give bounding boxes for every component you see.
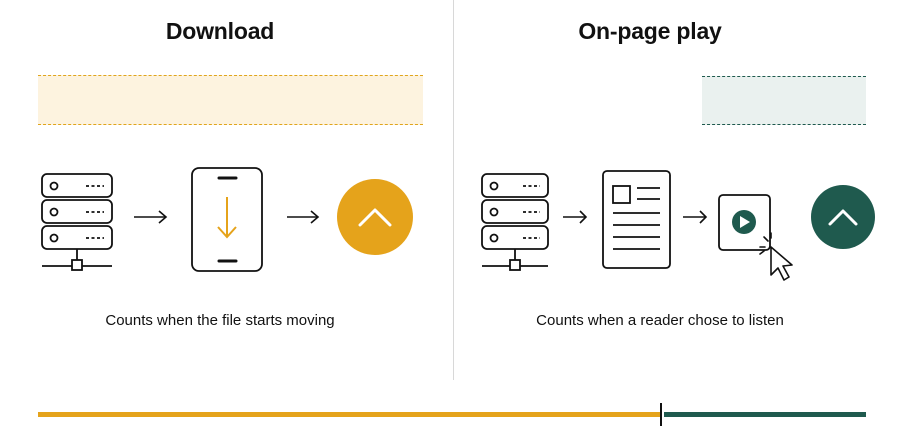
arrow-right-icon bbox=[134, 210, 168, 224]
arrow-right-icon bbox=[287, 210, 320, 224]
panel-divider bbox=[453, 0, 454, 380]
phone-download-icon bbox=[191, 167, 263, 272]
on-page-play-title: On-page play bbox=[578, 18, 722, 44]
chevron-up-icon bbox=[811, 185, 875, 249]
on-page-play-progress-bar bbox=[664, 412, 866, 417]
download-caption: Counts when the file starts moving bbox=[105, 312, 335, 329]
document-icon bbox=[602, 170, 671, 269]
download-title: Download bbox=[165, 18, 275, 44]
play-click-icon bbox=[718, 194, 793, 281]
on-page-play-band bbox=[702, 76, 866, 125]
arrow-right-icon bbox=[683, 210, 708, 224]
arrow-right-icon bbox=[563, 210, 588, 224]
progress-split-marker bbox=[660, 403, 662, 426]
server-icon bbox=[481, 173, 549, 271]
server-icon bbox=[41, 173, 113, 271]
download-band bbox=[38, 75, 423, 125]
on-page-play-caption: Counts when a reader chose to listen bbox=[536, 312, 784, 329]
chevron-up-icon bbox=[337, 179, 413, 255]
download-progress-bar bbox=[38, 412, 660, 417]
